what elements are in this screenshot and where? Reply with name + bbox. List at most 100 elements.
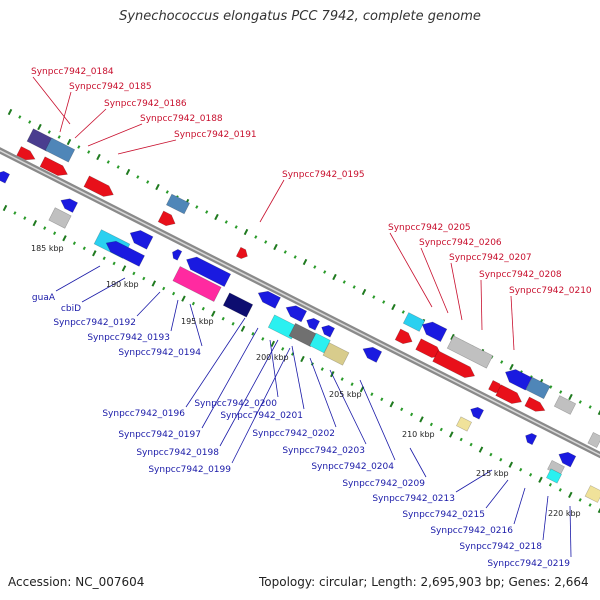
- forward-gene-label: Synpcc7942_0188: [140, 114, 223, 124]
- leader-line: [87, 123, 143, 147]
- gene-feature: [525, 376, 551, 400]
- reverse-gene-label: Synpcc7942_0201: [220, 411, 303, 421]
- gc-dash: [7, 108, 13, 116]
- gene-feature: [584, 485, 600, 503]
- reverse-gene-label: Synpcc7942_0194: [118, 348, 201, 358]
- gc-dash: [155, 183, 160, 191]
- accession-text: Accession: NC_007604: [8, 575, 145, 589]
- gene-feature: [553, 395, 577, 415]
- gc-dash: [37, 123, 42, 131]
- gc-dash: [370, 392, 374, 396]
- gc-dash: [72, 241, 76, 245]
- gc-dash: [300, 355, 305, 363]
- gc-dash: [320, 367, 324, 371]
- reverse-gene-label: Synpcc7942_0209: [342, 479, 425, 489]
- gene-feature: [545, 468, 563, 484]
- gc-dash: [57, 135, 61, 139]
- reverse-gene-label: Synpcc7942_0213: [372, 494, 455, 504]
- gc-dash: [538, 476, 543, 483]
- gc-dash: [332, 273, 337, 281]
- gc-dash: [380, 397, 384, 402]
- topology-summary: Topology: circular; Length: 2,695,903 bp…: [259, 575, 589, 589]
- gene-feature: [60, 198, 79, 213]
- gc-dash: [214, 213, 219, 221]
- leader-line: [74, 108, 107, 139]
- gene-feature: [26, 128, 54, 152]
- leader-line: [480, 279, 483, 331]
- leader-line: [170, 299, 179, 332]
- gc-dash: [283, 250, 287, 254]
- leader-line: [189, 303, 203, 347]
- gene-feature: [257, 290, 281, 309]
- gene-feature: [495, 384, 523, 404]
- gc-dash: [548, 483, 552, 487]
- gene-feature: [105, 240, 145, 267]
- forward-gene-label: Synpcc7942_0208: [479, 270, 562, 280]
- gc-dash: [568, 491, 573, 499]
- gc-dash: [361, 288, 367, 296]
- forward-gene-label: Synpcc7942_0184: [31, 67, 114, 77]
- gene-feature: [402, 312, 426, 332]
- leader-line: [389, 232, 433, 308]
- gc-dash: [273, 243, 278, 251]
- gene-feature: [157, 210, 176, 227]
- gc-dash: [165, 190, 169, 194]
- leader-line: [231, 347, 291, 464]
- gc-dash: [243, 228, 249, 236]
- leader-line: [81, 277, 126, 303]
- tick-label: 205 kbp: [329, 390, 362, 399]
- leader-line: [569, 505, 572, 558]
- reverse-gene-label: Synpcc7942_0193: [87, 333, 170, 343]
- gc-dash: [340, 377, 344, 381]
- gc-dash: [191, 301, 195, 306]
- gene-feature: [44, 137, 76, 163]
- gc-dash: [53, 231, 57, 235]
- gene-feature: [558, 451, 577, 468]
- gc-dash: [251, 332, 255, 336]
- gc-dash: [400, 407, 404, 412]
- gene-feature: [267, 314, 299, 340]
- gc-dash: [350, 382, 354, 386]
- gc-dash: [142, 276, 146, 281]
- label-leader-lines: [32, 76, 572, 558]
- gene-feature: [172, 266, 222, 302]
- gc-dash: [429, 422, 433, 427]
- gc-dash: [450, 333, 455, 341]
- gc-dash: [323, 270, 327, 274]
- gc-dash: [106, 160, 110, 164]
- tick-label: 190 kbp: [106, 280, 139, 289]
- gc-dash: [13, 211, 17, 215]
- forward-gene-label: Synpcc7942_0191: [174, 130, 257, 140]
- gc-dash: [146, 180, 150, 184]
- leader-line: [32, 76, 71, 125]
- tick-label: 185 kbp: [31, 244, 64, 253]
- reverse-gene-label: Synpcc7942_0204: [311, 462, 394, 472]
- tick-label: 195 kbp: [181, 317, 214, 326]
- reverse-gene-label: Synpcc7942_0200: [194, 399, 277, 409]
- leader-line: [309, 357, 337, 428]
- gc-dash: [264, 240, 268, 244]
- reverse-gene-label: Synpcc7942_0202: [252, 429, 335, 439]
- leader-line: [185, 317, 246, 408]
- gc-dash: [201, 306, 205, 311]
- genome-backbone: [0, 147, 600, 459]
- gc-dash: [221, 316, 225, 321]
- gc-dash: [96, 153, 101, 161]
- gene-feature: [285, 305, 308, 323]
- gene-feature: [235, 246, 248, 260]
- gene-feature: [587, 431, 600, 449]
- leader-line: [510, 295, 515, 351]
- reverse-gene-label: Synpcc7942_0196: [102, 409, 185, 419]
- gc-dash: [28, 120, 32, 124]
- gene-feature: [39, 156, 68, 176]
- gc-dash: [588, 405, 592, 409]
- gene-feature: [505, 369, 533, 391]
- reverse-gene-label: Synpcc7942_0199: [148, 465, 231, 475]
- genome-title: Synechococcus elongatus PCC 7942, comple…: [119, 9, 481, 24]
- leader-line: [201, 327, 259, 429]
- forward-gene-label: Synpcc7942_0185: [69, 82, 152, 92]
- gc-dash: [172, 291, 176, 296]
- gc-dash: [112, 261, 116, 266]
- gene-feature: [322, 342, 350, 366]
